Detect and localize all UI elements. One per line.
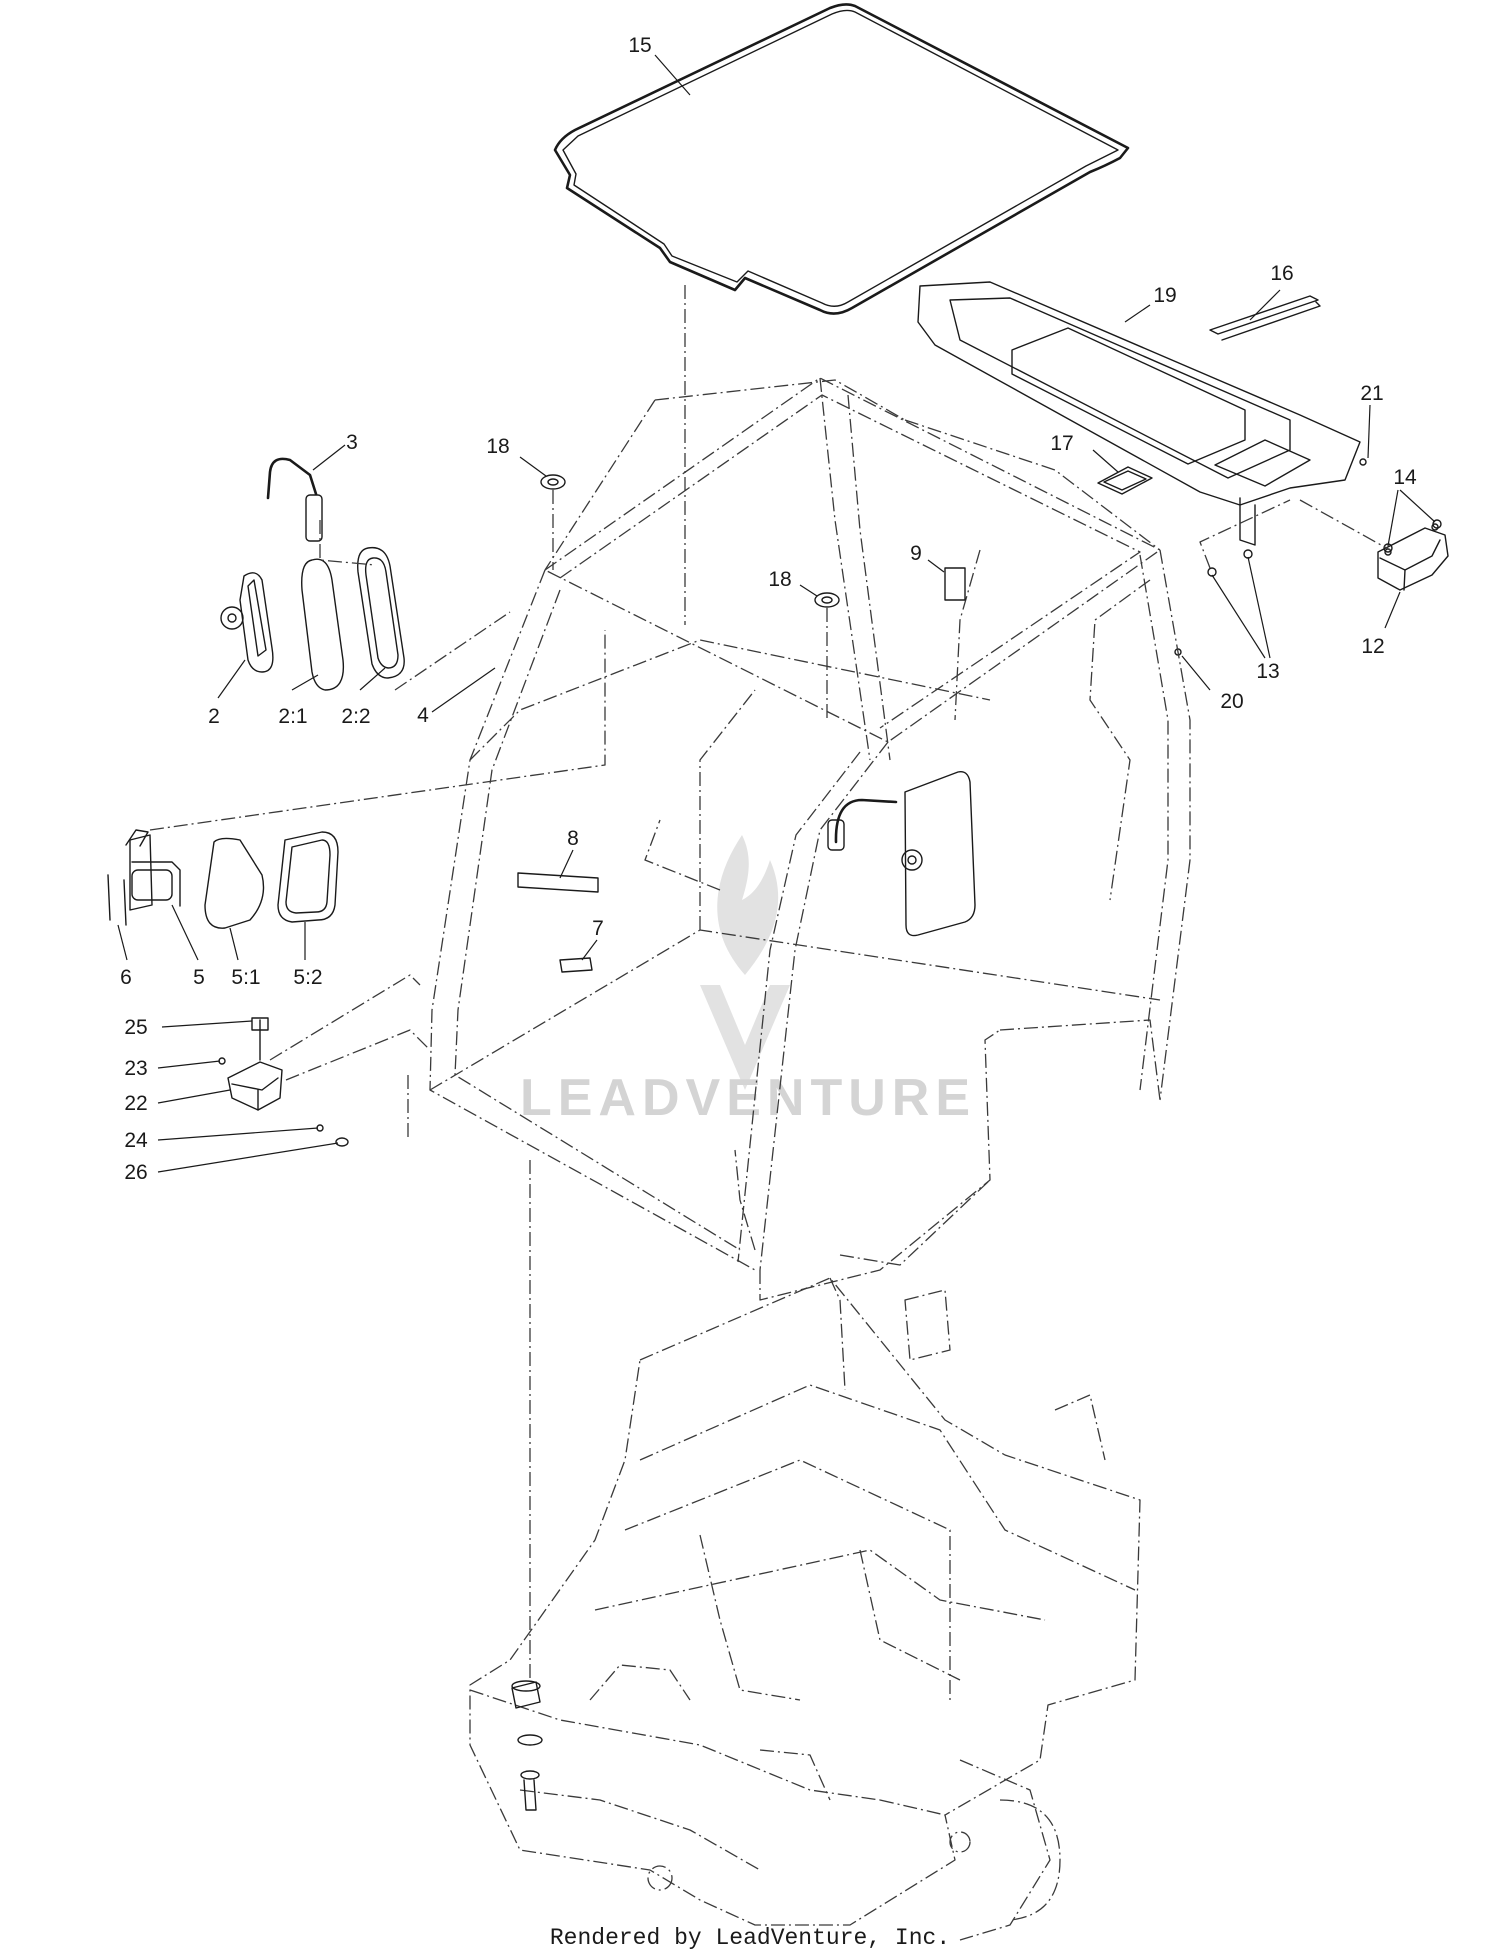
seal-strip (1209, 295, 1321, 341)
callout-22: 22 (124, 1092, 147, 1115)
footer-credit: Rendered by LeadVenture, Inc. (549, 1925, 951, 1951)
flame-logo-icon (717, 835, 779, 975)
mounted-mirror (827, 771, 976, 937)
cab-frame (429, 377, 1191, 1301)
mirror-assembly-lower (107, 829, 339, 929)
callout-8: 8 (567, 827, 579, 850)
callout-12: 12 (1361, 635, 1384, 658)
v-logo-icon (700, 985, 790, 1090)
grommets (540, 466, 1153, 608)
callout-2: 2 (208, 705, 220, 728)
mirror-assembly-left (220, 457, 405, 691)
callout-24: 24 (124, 1129, 148, 1152)
callout-21: 21 (1360, 382, 1383, 405)
cab-bracket (1377, 523, 1449, 591)
roof-liner (553, 3, 1130, 315)
callout-15: 15 (628, 34, 651, 57)
callout-6: 6 (120, 966, 132, 989)
callout-18-left: 18 (486, 435, 509, 458)
callout-18-center: 18 (768, 568, 791, 591)
isolator-mounts (511, 1680, 543, 1811)
callout-17: 17 (1050, 432, 1073, 455)
callout-5: 5 (193, 966, 205, 989)
callout-20: 20 (1220, 690, 1243, 713)
callout-3: 3 (346, 431, 358, 454)
callout-2-2: 2:2 (341, 705, 370, 728)
callout-14: 14 (1393, 466, 1417, 489)
watermark-text: LEADVENTURE (520, 1069, 976, 1127)
watermark: LEADVENTURE (520, 835, 976, 1127)
callouts: 15 19 16 21 14 12 13 20 17 18 18 9 3 2 2… (120, 34, 1417, 1184)
leader-lines (117, 54, 1436, 1173)
callout-4: 4 (417, 704, 429, 727)
callout-2-1: 2:1 (278, 705, 307, 728)
callout-13: 13 (1256, 660, 1279, 683)
decals (517, 567, 966, 973)
callout-5-1: 5:1 (231, 966, 260, 989)
callout-26: 26 (124, 1161, 147, 1184)
lower-chassis (469, 1277, 1141, 1941)
overhead-panel (917, 281, 1361, 546)
callout-16: 16 (1270, 262, 1293, 285)
callout-5-2: 5:2 (293, 966, 322, 989)
callout-9: 9 (910, 542, 922, 565)
center-lines (149, 285, 1391, 1680)
callout-25: 25 (124, 1016, 147, 1039)
callout-23: 23 (124, 1057, 147, 1080)
step-bracket (218, 974, 431, 1147)
callout-19: 19 (1153, 284, 1176, 307)
callout-7: 7 (592, 917, 604, 940)
